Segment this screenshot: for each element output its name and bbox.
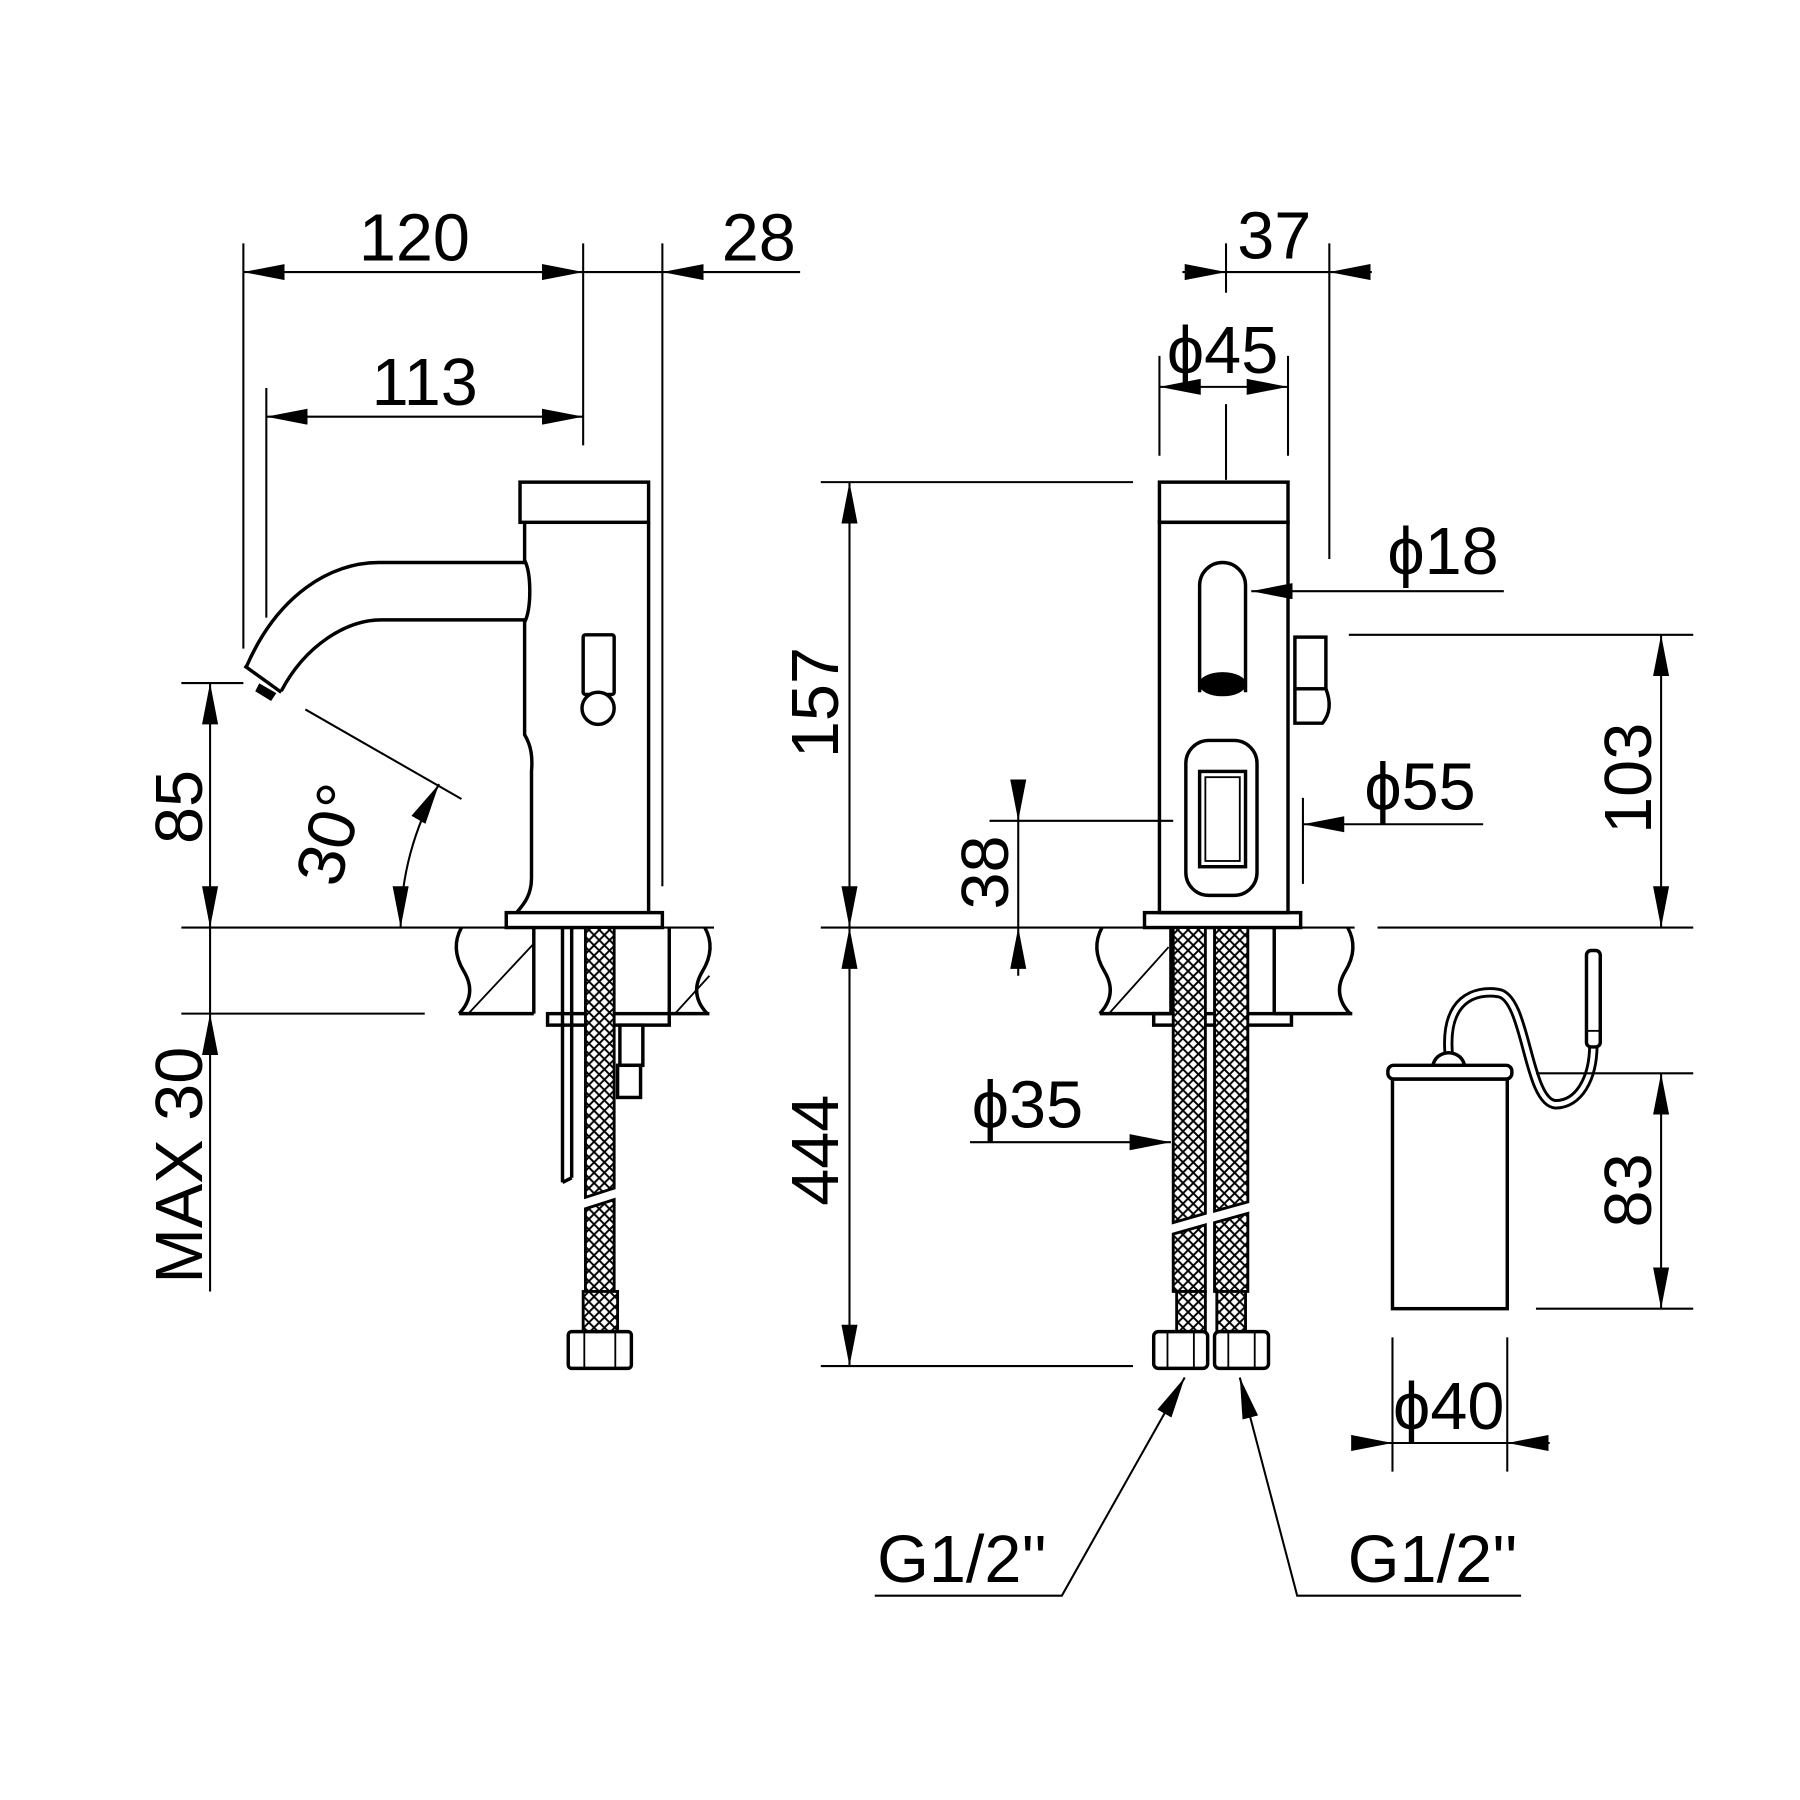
dim-label-45: ϕ45 — [1167, 314, 1278, 388]
braided-hose-right-upper — [1213, 926, 1250, 1213]
sensor-window-outer — [1197, 769, 1248, 869]
threaded-rod-end — [561, 1176, 573, 1184]
dim-label-38: 38 — [949, 835, 1023, 909]
dim-label-120: 120 — [359, 202, 470, 276]
faucet-cap-side — [518, 480, 651, 525]
spout-aerator — [255, 683, 277, 702]
valve-fitting — [618, 1023, 645, 1068]
cable-inner — [1446, 990, 1596, 1107]
side-knob — [1293, 635, 1328, 691]
dim-label-157: 157 — [779, 647, 853, 758]
braided-hose-left-upper — [1171, 926, 1207, 1225]
dim-label-55: ϕ55 — [1364, 750, 1475, 824]
hose-nut-right — [1212, 1329, 1271, 1371]
unit-cap — [1386, 1063, 1514, 1081]
hose-ferrule-left — [1175, 1290, 1207, 1334]
counter-front-edge-left — [1095, 926, 1112, 1015]
braided-hose-upper-side — [584, 926, 616, 1200]
sensor-window-inner — [1204, 776, 1241, 862]
counter-edge-right — [695, 926, 712, 1015]
spout-bottom-edge — [279, 618, 525, 692]
braided-hose-lower-side — [584, 1197, 616, 1293]
side-knob-base — [1293, 688, 1331, 725]
connection-label-right: G1/2'' — [1348, 1523, 1518, 1597]
base-plate-front — [1142, 910, 1303, 930]
leader-connection-right — [1238, 1377, 1522, 1597]
sensor-window-frame — [1184, 738, 1259, 898]
dim-label-113: 113 — [372, 346, 478, 420]
counter-hatch-left — [467, 942, 535, 1015]
sensor-side — [581, 633, 616, 697]
dim-label-444: 444 — [779, 1095, 853, 1206]
braided-hose-right-lower — [1213, 1211, 1250, 1293]
cable-outer — [1443, 987, 1599, 1110]
front-view: 37 ϕ45 ϕ18 ϕ55 38 157 444 103 ϕ35 G1/2''… — [779, 199, 1694, 1597]
hose-ferrule-right — [1215, 1290, 1247, 1334]
side-view: 120 28 113 85 MAX 30 30° — [143, 202, 801, 1371]
counter-hatch-right — [674, 975, 711, 1015]
faucet-body-left-edge — [515, 522, 534, 914]
faucet-cap-front — [1157, 480, 1290, 525]
unit-top-bump — [1430, 1050, 1467, 1069]
dim-label-max30: MAX 30 — [143, 1047, 217, 1284]
counter-front-hatch — [1108, 946, 1170, 1015]
sensor-probe — [1584, 948, 1602, 1049]
angle-label-30: 30° — [282, 776, 380, 892]
angle-arc — [392, 783, 440, 928]
hose-nut-side — [566, 1329, 634, 1371]
control-unit: 83 ϕ40 — [1351, 948, 1694, 1472]
spout-tip — [243, 664, 283, 694]
dim-label-85: 85 — [143, 770, 217, 844]
dim-label-83: 83 — [1592, 1153, 1666, 1227]
dim-label-40: ϕ40 — [1393, 1370, 1504, 1444]
spout-top-edge — [245, 560, 525, 667]
connection-label-left: G1/2'' — [877, 1523, 1047, 1597]
unit-body — [1390, 1077, 1509, 1311]
dim-label-18: ϕ18 — [1387, 515, 1498, 589]
valve-fitting-tip — [615, 1063, 643, 1100]
dim-label-28: 28 — [722, 202, 796, 276]
dim-label-103: 103 — [1592, 723, 1666, 834]
leader-connection-left — [874, 1377, 1186, 1597]
dim-label-35: ϕ35 — [972, 1068, 1083, 1142]
sensor-eye — [1199, 672, 1247, 697]
counter-edge-left — [454, 926, 472, 1015]
sensor-knob-side — [580, 690, 616, 727]
faucet-body-front — [1157, 520, 1290, 915]
sensor-slot — [1197, 560, 1248, 693]
dim-label-37: 37 — [1237, 199, 1311, 273]
hose-nut-left — [1151, 1329, 1210, 1371]
braided-hose-left-lower — [1171, 1222, 1207, 1293]
base-plate-side — [504, 910, 665, 930]
hose-ferrule-side — [581, 1290, 620, 1334]
counter-front-edge-right — [1337, 926, 1355, 1015]
